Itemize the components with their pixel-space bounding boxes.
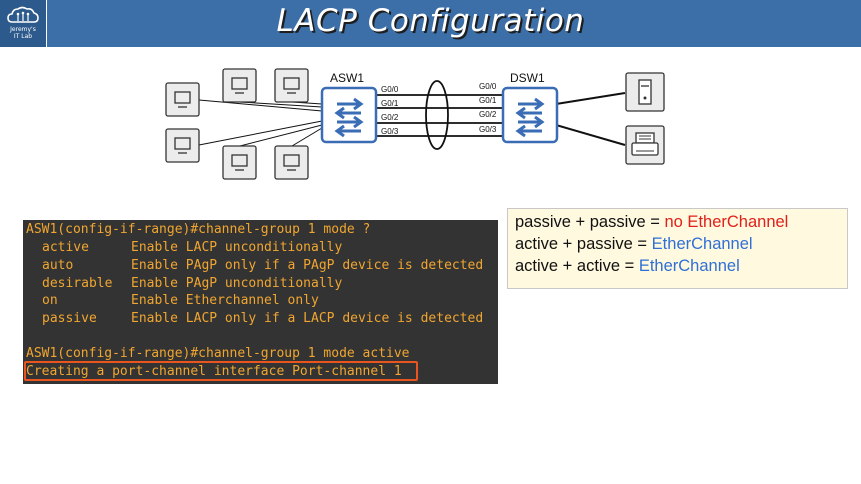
asw1-port-label: G0/1 — [381, 99, 399, 108]
note-row-left: active + active = — [515, 257, 639, 275]
etherchannel-ellipse — [425, 80, 449, 150]
dsw1-port-label: G0/0 — [479, 82, 497, 91]
note-row-left: passive + passive = — [515, 213, 665, 231]
note-row: passive + passive = no EtherChannel — [515, 211, 840, 233]
server-icon — [625, 72, 665, 112]
asw1-port-label: G0/0 — [381, 85, 399, 94]
cli-option-mode: desirable — [42, 276, 113, 291]
output-highlight-box — [24, 361, 418, 381]
pc-icon — [165, 82, 200, 117]
cli-terminal: ASW1(config-if-range)#channel-group 1 mo… — [23, 220, 498, 384]
pc-icon — [222, 68, 257, 103]
pc-icon — [274, 145, 309, 180]
switch-icon-asw1 — [320, 86, 378, 144]
dsw1-port-label: G0/1 — [479, 96, 497, 105]
note-row-result: EtherChannel — [638, 257, 740, 275]
note-row: active + active = EtherChannel — [515, 255, 840, 277]
dsw1-port-label: G0/3 — [479, 125, 497, 134]
cli-option-mode: active — [42, 240, 89, 255]
logo-text-line2: IT Lab — [13, 33, 33, 40]
cli-option-mode: passive — [42, 311, 97, 326]
cli-option-desc: Enable PAgP unconditionally — [131, 276, 343, 291]
logo-text-line1: Jeremy's — [10, 26, 36, 33]
lacp-modes-note: passive + passive = no EtherChannel acti… — [507, 208, 848, 289]
cli-output-line: Creating a port-channel interface Port-c… — [26, 364, 402, 379]
cli-line: ASW1(config-if-range)#channel-group 1 mo… — [26, 346, 410, 361]
printer-icon — [625, 125, 665, 165]
asw1-port-label: G0/3 — [381, 127, 399, 136]
title-bar: Jeremy's IT Lab LACP Configuration — [0, 0, 861, 47]
cli-option-desc: Enable PAgP only if a PAgP device is det… — [131, 258, 484, 273]
cli-option-mode: auto — [42, 258, 74, 273]
dsw1-label: DSW1 — [510, 71, 545, 85]
note-row-result: EtherChannel — [651, 235, 753, 253]
cli-option-desc: Enable Etherchannel only — [131, 293, 319, 308]
asw1-label: ASW1 — [330, 71, 364, 85]
page-title: LACP Configuration — [276, 3, 585, 39]
dsw1-port-label: G0/2 — [479, 110, 497, 119]
network-diagram: ASW1 DSW1 G0/0 G0/1 G0/2 G0/3 G0/0 G0/1 … — [165, 68, 665, 180]
pc-icon — [274, 68, 309, 103]
logo-text: Jeremy's IT Lab — [0, 26, 46, 40]
cli-line: ASW1(config-if-range)#channel-group 1 mo… — [26, 222, 371, 237]
switch-icon-dsw1 — [501, 86, 559, 144]
pc-icon — [222, 145, 257, 180]
note-row-left: active + passive = — [515, 235, 652, 253]
note-row: active + passive = EtherChannel — [515, 233, 840, 255]
cli-option-mode: on — [42, 293, 58, 308]
pc-icon — [165, 128, 200, 163]
note-row-result: no EtherChannel — [664, 213, 789, 231]
cloud-icon — [7, 6, 39, 23]
asw1-port-label: G0/2 — [381, 113, 399, 122]
cli-option-desc: Enable LACP only if a LACP device is det… — [131, 311, 484, 326]
logo: Jeremy's IT Lab — [0, 0, 47, 47]
cli-option-desc: Enable LACP unconditionally — [131, 240, 343, 255]
